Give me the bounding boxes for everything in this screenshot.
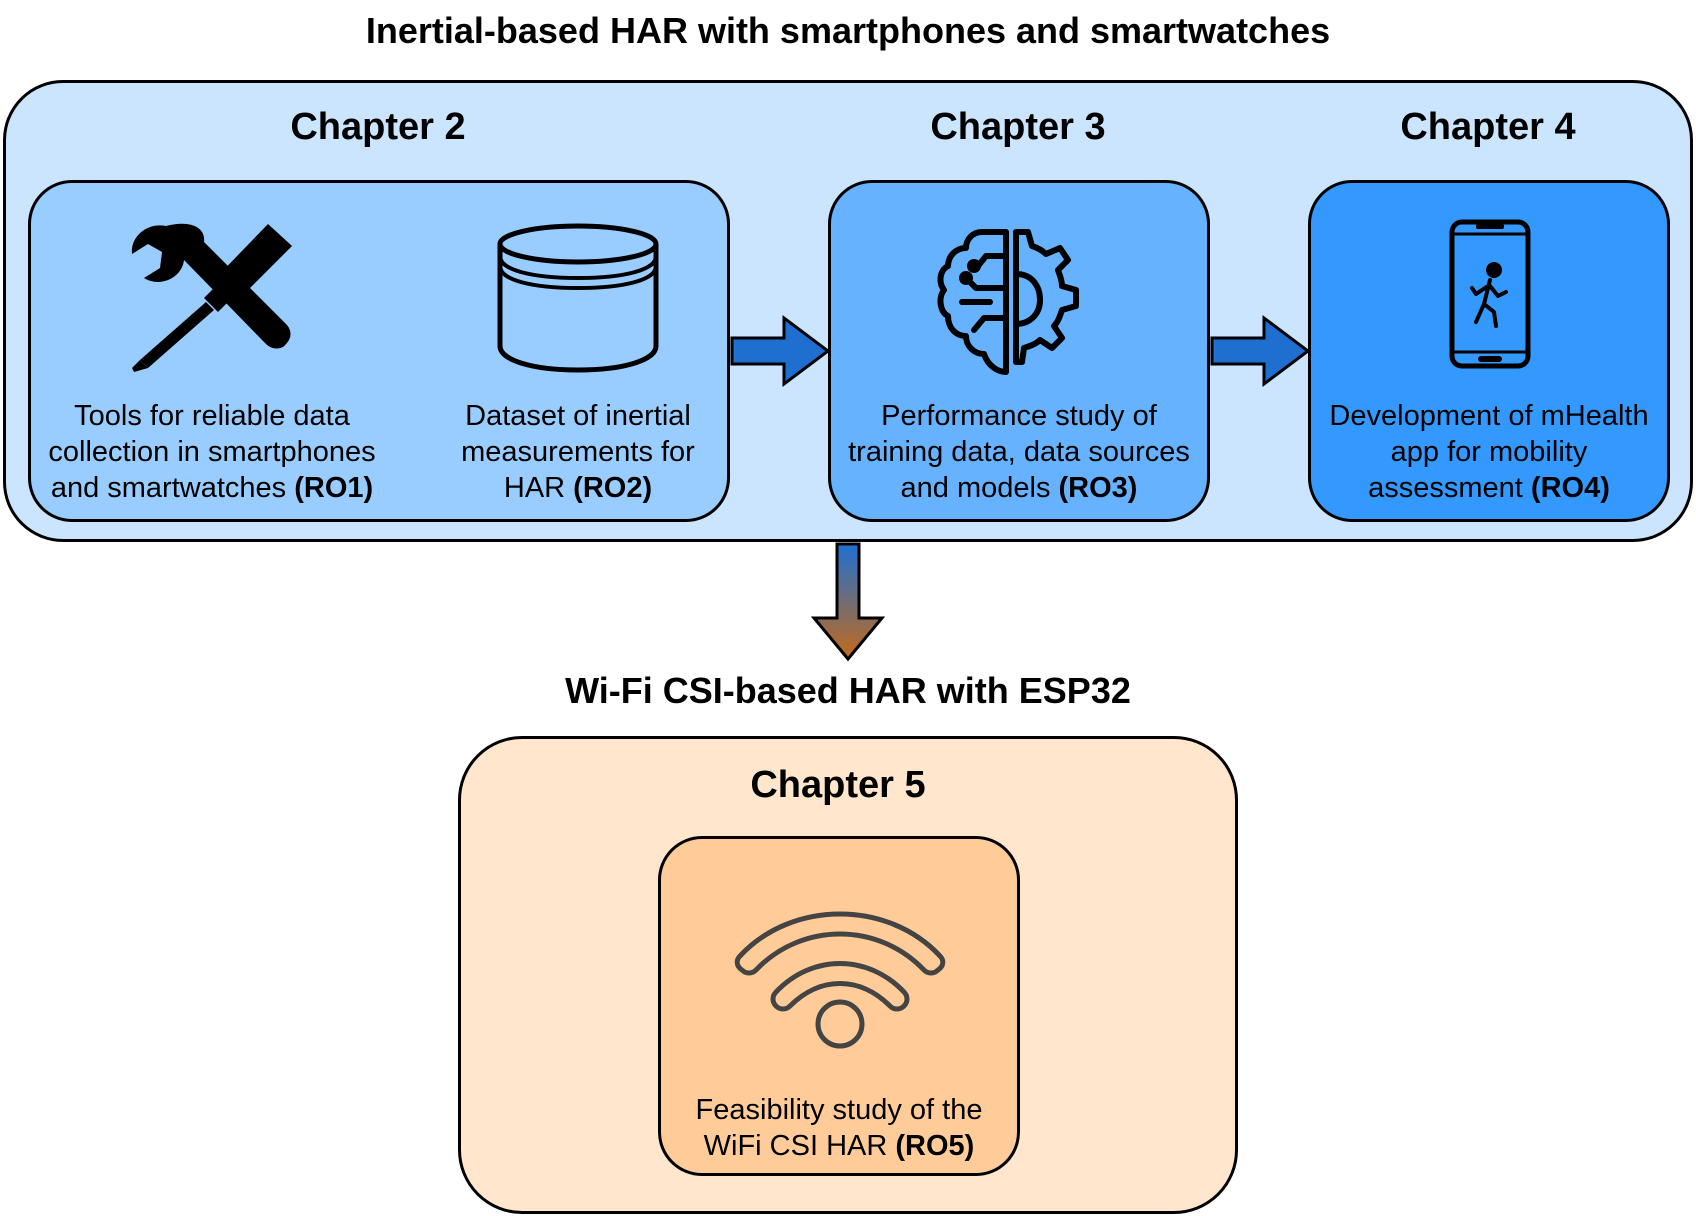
- mhealth-line-3: assessment (RO4): [1310, 470, 1668, 506]
- mhealth-line-1: Development of mHealth: [1329, 400, 1649, 432]
- dataset-description: Dataset of inertial measurements for HAR…: [418, 398, 738, 506]
- database-icon: [497, 223, 659, 373]
- wifi-icon: [734, 911, 946, 1049]
- chapter-3-heading: Chapter 3: [930, 106, 1106, 148]
- tools-icon: [131, 223, 292, 372]
- chapter-4-heading: Chapter 4: [1400, 106, 1576, 148]
- ro3-tag: (RO3): [1058, 472, 1138, 504]
- arrow-right-icon: [730, 315, 831, 387]
- dataset-line-3-text: HAR: [503, 472, 566, 504]
- mhealth-line-3-text: assessment: [1368, 472, 1523, 504]
- smartphone-walking-icon: [1449, 219, 1531, 369]
- arrow-right-icon: [1210, 315, 1311, 387]
- dataset-line-3: HAR (RO2): [418, 470, 738, 506]
- ro5-tag: (RO5): [895, 1130, 975, 1162]
- performance-line-3: and models (RO3): [832, 470, 1206, 506]
- performance-line-3-text: and models: [900, 472, 1051, 504]
- bottom-title: Wi-Fi CSI-based HAR with ESP32: [565, 670, 1131, 711]
- mhealth-line-2: app for mobility: [1390, 436, 1588, 468]
- wifi-description: Feasibility study of the WiFi CSI HAR (R…: [660, 1092, 1018, 1164]
- tools-line-3: and smartwatches (RO1): [32, 470, 392, 506]
- tools-description: Tools for reliable data collection in sm…: [32, 398, 392, 506]
- chapter-5-box: [658, 836, 1020, 1176]
- top-title: Inertial-based HAR with smartphones and …: [365, 10, 1331, 51]
- tools-line-2: collection in smartphones: [48, 436, 376, 468]
- tools-line-1: Tools for reliable data: [74, 400, 350, 432]
- dataset-line-1: Dataset of inertial: [465, 400, 691, 432]
- mhealth-description: Development of mHealth app for mobility …: [1310, 398, 1668, 506]
- ro2-tag: (RO2): [573, 472, 653, 504]
- wifi-line-2-text: WiFi CSI HAR: [703, 1130, 888, 1162]
- chapter-2-heading: Chapter 2: [290, 106, 466, 148]
- performance-description: Performance study of training data, data…: [832, 398, 1206, 506]
- chapter-5-heading: Chapter 5: [750, 764, 926, 806]
- ro1-tag: (RO1): [294, 472, 374, 504]
- wifi-line-1: Feasibility study of the: [695, 1094, 983, 1126]
- tools-line-3-text: and smartwatches: [50, 472, 287, 504]
- ro4-tag: (RO4): [1530, 472, 1610, 504]
- brain-gear-icon: [937, 229, 1079, 375]
- performance-line-1: Performance study of: [881, 400, 1157, 432]
- performance-line-2: training data, data sources: [848, 436, 1190, 468]
- wifi-line-2: WiFi CSI HAR (RO5): [660, 1128, 1018, 1164]
- dataset-line-2: measurements for: [461, 436, 695, 468]
- arrow-down-icon: [810, 542, 886, 662]
